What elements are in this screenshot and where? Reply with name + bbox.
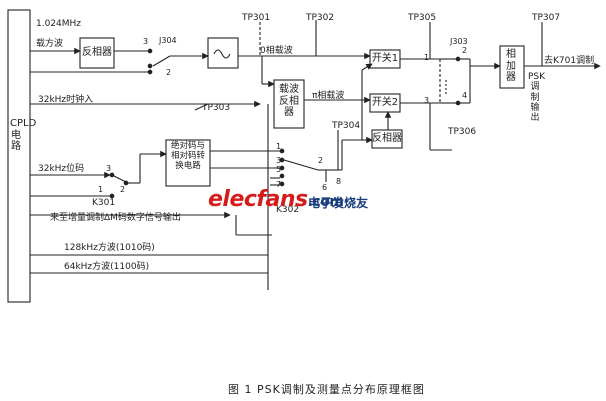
pin-6: 6 (322, 183, 328, 192)
inverter2-label: 反相器 (372, 133, 402, 144)
incr-mod-label: 来至增量调制ΔM码数字信号输出 (50, 213, 181, 223)
adder-box (499, 45, 525, 89)
tp302-label: TP302 (306, 13, 335, 23)
pin-5: 5 (276, 165, 282, 174)
pin-8: 8 (336, 177, 342, 186)
pin-1a: 1 (424, 53, 430, 62)
watermark-logo: elecfans.com (208, 187, 344, 212)
cpld-label: CPLD电路 (10, 118, 37, 152)
pin-3a: 3 (143, 37, 149, 46)
pin-2b: 2 (462, 46, 468, 55)
tp306-label: TP306 (448, 127, 477, 137)
j304-label: J304 (159, 36, 177, 45)
pin-1c: 1 (276, 142, 282, 151)
tp301-label: TP301 (242, 13, 271, 23)
j303-label: J303 (450, 37, 468, 46)
watermark-dotcom: .com (307, 194, 344, 210)
carrier0-label: 0相载波 (260, 46, 293, 56)
pin-3d: 3 (276, 156, 282, 165)
carrierpi-label: π相载波 (312, 91, 345, 101)
pin-3b: 3 (424, 96, 430, 105)
carrier-inverter-label: 载波反相器 (279, 84, 299, 118)
watermark-cn: 电子发烧友 (308, 196, 369, 210)
switch1-label: 开关1 (371, 53, 399, 64)
pin-7: 7 (276, 180, 282, 189)
conversion-box (165, 139, 211, 187)
pin-4a: 4 (462, 91, 468, 100)
adder-label: 相加器 (506, 49, 516, 83)
watermark-site: elecfans (208, 187, 308, 212)
pin-3c: 3 (106, 164, 112, 173)
input-1024mhz-label: 1.024MHz (36, 19, 82, 29)
pin-2d: 2 (318, 156, 324, 165)
figure-caption: 图 1 PSK调制及测量点分布原理框图 (228, 383, 425, 396)
inverter1-box (79, 37, 115, 69)
carrier-inverter-box (273, 79, 305, 129)
switch2-label: 开关2 (371, 97, 399, 108)
tp305-label: TP305 (408, 13, 437, 23)
k301-label: K301 (92, 198, 116, 208)
sq128-label: 128kHz方波(1010码) (64, 243, 155, 253)
pin-2c: 2 (120, 185, 126, 194)
sq64-label: 64kHz方波(1100码) (64, 262, 150, 272)
carrier-wave-label: 载方波 (36, 39, 64, 49)
pin-1b: 1 (98, 185, 104, 194)
conversion-label: 绝对码与相对码转换电路 (170, 141, 205, 171)
k302-label: K302 (276, 205, 300, 215)
tp304-label: TP304 (332, 121, 361, 131)
pin-2a: 2 (166, 68, 172, 77)
inverter1-label: 反相器 (82, 47, 112, 58)
cpld-box (7, 9, 31, 303)
code32-label: 32kHz位码 (38, 164, 85, 174)
clock32-label: 32kHz时钟入 (38, 95, 94, 105)
tp303-label: TP303 (202, 103, 231, 113)
out-to-label: 去K701调制 (544, 56, 595, 66)
tp307-label: TP307 (532, 13, 561, 23)
filter-box (207, 37, 239, 69)
psk-out-label: PSK调制输出 (528, 72, 546, 124)
